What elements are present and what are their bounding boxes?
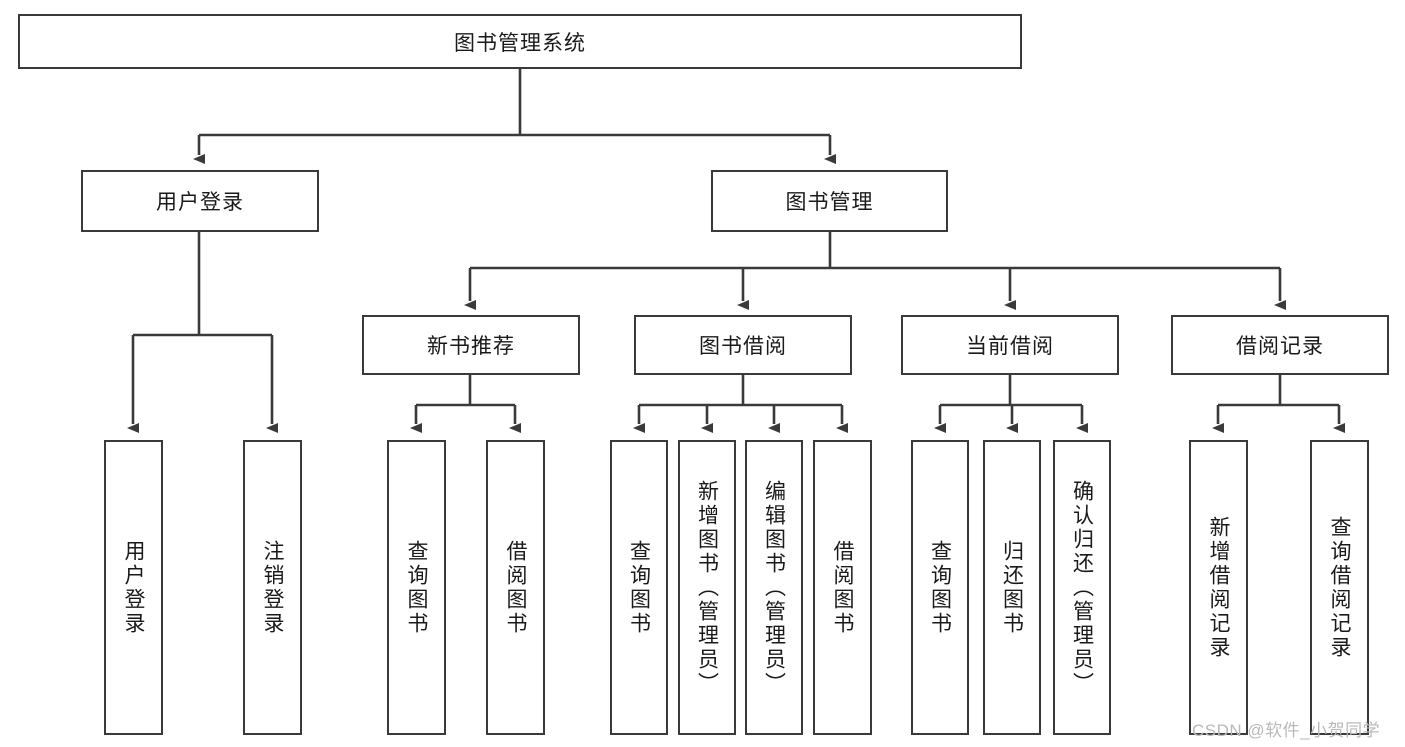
node-borrow-record-label: 借阅记录 <box>1236 335 1324 358</box>
node-leaf-query-record[interactable]: 查询借阅记录 <box>1310 440 1369 735</box>
node-book-borrow-label: 图书借阅 <box>699 335 787 358</box>
edge-group-current-borrow <box>934 375 1088 433</box>
node-leaf-user-login-label: 用户登录 <box>122 539 145 636</box>
node-leaf-query-book-2[interactable]: 查询图书 <box>610 440 668 735</box>
node-leaf-logout[interactable]: 注销登录 <box>243 440 302 735</box>
watermark-csdn: CSDN @软件_小贺同学 <box>1192 721 1381 740</box>
node-leaf-query-book-2-label: 查询图书 <box>627 539 651 636</box>
node-user-login[interactable]: 用户登录 <box>81 170 319 232</box>
node-book-manage[interactable]: 图书管理 <box>711 170 948 232</box>
node-book-borrow[interactable]: 图书借阅 <box>634 315 852 375</box>
node-root[interactable]: 图书管理系统 <box>18 14 1022 69</box>
edge-group-book-manage <box>464 232 1286 310</box>
node-leaf-borrow-book-2[interactable]: 借阅图书 <box>813 440 872 735</box>
node-leaf-borrow-book-1-label: 借阅图书 <box>504 539 527 636</box>
edge-group-book-borrow <box>633 375 848 433</box>
node-leaf-confirm-return-label: 确认归还（管理员） <box>1070 479 1094 696</box>
node-leaf-add-record[interactable]: 新增借阅记录 <box>1189 440 1248 735</box>
node-leaf-add-book[interactable]: 新增图书（管理员） <box>678 440 736 735</box>
node-root-label: 图书管理系统 <box>454 31 586 55</box>
node-leaf-query-book-1-label: 查询图书 <box>405 539 428 636</box>
node-leaf-query-book-3-label: 查询图书 <box>928 539 952 636</box>
node-current-borrow[interactable]: 当前借阅 <box>901 315 1119 375</box>
node-leaf-return-book[interactable]: 归还图书 <box>983 440 1041 735</box>
node-new-book-rec[interactable]: 新书推荐 <box>362 315 580 375</box>
node-leaf-query-book-1[interactable]: 查询图书 <box>387 440 446 735</box>
node-leaf-add-book-label: 新增图书（管理员） <box>695 479 719 696</box>
edge-group-borrow-record <box>1212 375 1345 433</box>
node-leaf-add-record-label: 新增借阅记录 <box>1207 515 1230 660</box>
node-leaf-confirm-return[interactable]: 确认归还（管理员） <box>1053 440 1111 735</box>
node-current-borrow-label: 当前借阅 <box>966 335 1054 358</box>
node-borrow-record[interactable]: 借阅记录 <box>1171 315 1389 375</box>
node-leaf-borrow-book-2-label: 借阅图书 <box>831 539 854 636</box>
node-leaf-query-record-label: 查询借阅记录 <box>1328 515 1351 660</box>
node-leaf-query-book-3[interactable]: 查询图书 <box>911 440 969 735</box>
node-leaf-borrow-book-1[interactable]: 借阅图书 <box>486 440 545 735</box>
node-leaf-edit-book-label: 编辑图书（管理员） <box>762 479 786 696</box>
node-leaf-edit-book[interactable]: 编辑图书（管理员） <box>745 440 803 735</box>
node-user-login-label: 用户登录 <box>156 191 244 214</box>
node-book-manage-label: 图书管理 <box>785 191 874 214</box>
node-leaf-logout-label: 注销登录 <box>261 539 284 636</box>
node-leaf-return-book-label: 归还图书 <box>1000 539 1024 636</box>
edge-group-new-book-rec <box>410 375 521 433</box>
edge-group-user-login <box>127 232 278 433</box>
node-new-book-rec-label: 新书推荐 <box>427 335 515 358</box>
node-leaf-user-login[interactable]: 用户登录 <box>104 440 163 735</box>
edge-group-root <box>193 69 836 164</box>
